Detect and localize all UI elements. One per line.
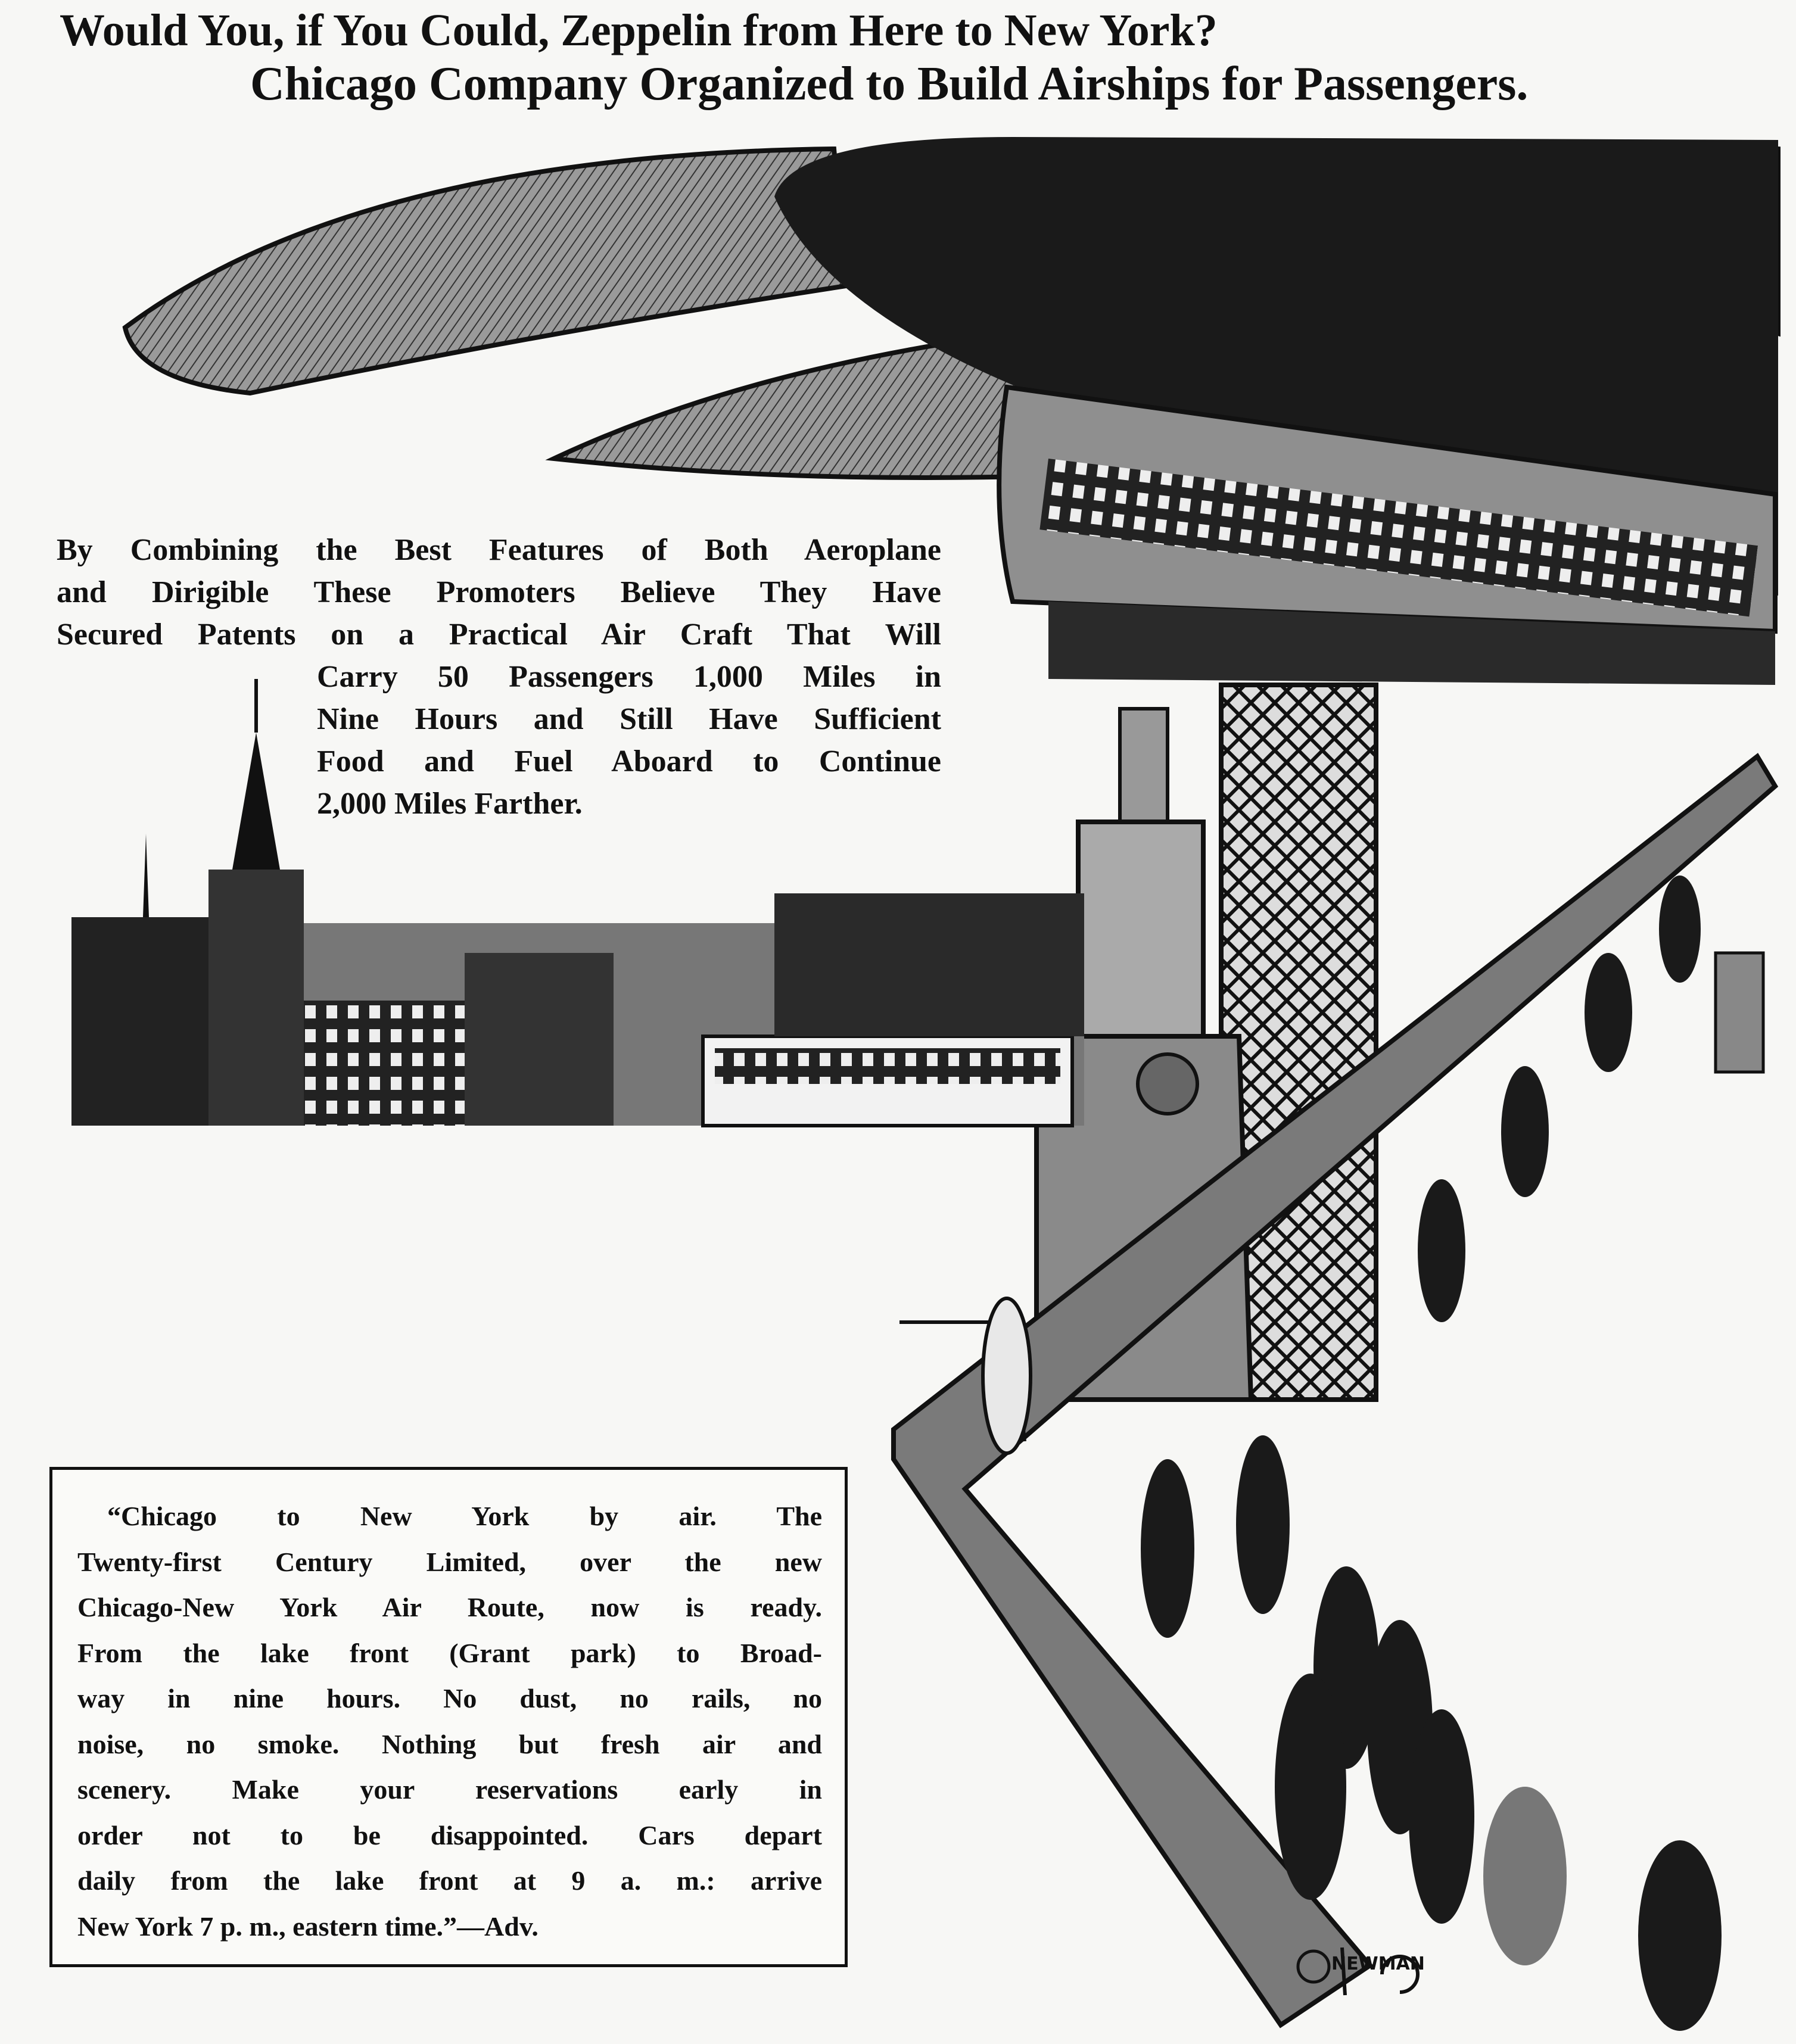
ad-line: daily from the lake front at 9 a. m.: ar…	[77, 1865, 822, 1896]
ad-line: noise, no smoke. Nothing but fresh air a…	[77, 1728, 822, 1759]
ad-line: scenery. Make your reservations early in	[77, 1774, 822, 1805]
ad-line: Chicago-New York Air Route, now is ready…	[77, 1592, 822, 1622]
caption-line: Secured Patents on a Practical Air Craft…	[57, 618, 941, 652]
headline-line-1: Would You, if You Could, Zeppelin from H…	[60, 5, 1218, 55]
ad-line: order not to be disappointed. Cars depar…	[77, 1819, 822, 1850]
ad-line: Twenty-first Century Limited, over the n…	[77, 1546, 822, 1577]
headline-line-2: Chicago Company Organized to Build Airsh…	[250, 58, 1529, 110]
caption-line: 2,000 Miles Farther.	[317, 787, 583, 821]
ad-line: way in nine hours. No dust, no rails, no	[77, 1683, 822, 1713]
passenger-car	[997, 384, 1778, 685]
advertisement-text: “Chicago to New York by air. The Twenty-…	[77, 1494, 822, 1949]
artist-monogram-icon	[1296, 1947, 1420, 1996]
artist-signature: NEWMAN	[1331, 1953, 1425, 1974]
ad-line: “Chicago to New York by air. The	[107, 1501, 822, 1531]
caption-line: Nine Hours and Still Have Sufficient	[317, 702, 941, 736]
city-skyline	[71, 679, 1084, 1127]
caption-block-upper: By Combining the Best Features of Both A…	[57, 529, 941, 656]
caption-block-lower: Carry 50 Passengers 1,000 Miles in Nine …	[317, 656, 941, 825]
caption-line: By Combining the Best Features of Both A…	[57, 533, 941, 567]
passenger-crowd	[981, 875, 1722, 2031]
caption-line: Food and Fuel Aboard to Continue	[317, 744, 941, 778]
ad-line: New York 7 p. m., eastern time.”—Adv.	[77, 1911, 539, 1942]
ad-line: From the lake front (Grant park) to Broa…	[77, 1637, 822, 1668]
caption-line: and Dirigible These Promoters Believe Th…	[57, 575, 941, 609]
caption-line: Carry 50 Passengers 1,000 Miles in	[317, 660, 941, 694]
staircase	[891, 753, 1779, 2029]
advertisement-box: “Chicago to New York by air. The Twenty-…	[49, 1467, 848, 1967]
